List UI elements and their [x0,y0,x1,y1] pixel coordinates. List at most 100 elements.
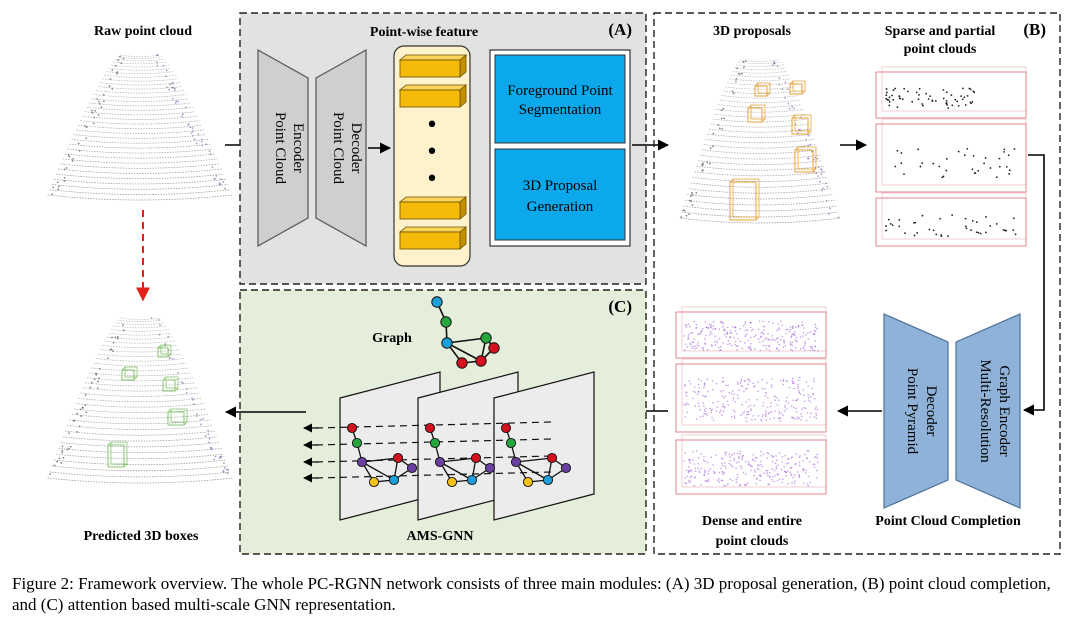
proposal-box [747,104,752,109]
dense-point [707,480,710,482]
dense-point [794,339,796,341]
dense-point [791,344,794,347]
dense-point [784,454,787,457]
sparse-point [998,157,1001,160]
scan-point [773,62,775,65]
point-cloud-decoder-block [315,48,367,248]
dense-point [697,402,700,404]
dense-point [781,335,784,338]
dense-point [755,457,758,459]
scan-point [825,199,828,202]
dense-point [780,412,783,414]
sparse-point [917,148,920,151]
sparse-point [903,173,905,176]
dense-point [804,472,807,474]
scan-point [150,317,153,320]
dense-point [802,347,805,349]
scan-point [168,88,171,91]
dense-point [721,414,723,416]
dense-point [789,328,792,331]
proposal-point-cloud-image [679,59,841,224]
scan-point [71,160,74,162]
dense-point [743,390,745,393]
sparse-point [989,167,992,169]
sparse-point [985,216,987,218]
dense-point [693,463,696,465]
scan-line [62,436,218,442]
proposal-box [757,82,771,94]
dense-point [759,341,761,343]
dense-point [816,453,818,456]
mrg-text-line1: Multi-Resolution [977,359,993,463]
dense-entire-clouds [675,306,827,495]
dense-point [773,417,775,419]
dense-point [689,383,692,385]
scan-point [781,88,784,91]
dense-point [724,395,727,398]
sparse-point [911,100,914,103]
scan-line [705,138,815,144]
dense-point [802,460,804,462]
dense-point [753,348,756,350]
dense-point [776,479,779,482]
scan-point [187,123,190,126]
dense-point [739,340,742,343]
dense-point [809,331,812,333]
scan-point [200,423,202,426]
dense-point [776,473,779,476]
scan-point [57,188,60,191]
scan-point [185,106,187,109]
proposal-box [791,117,809,135]
dense-point [763,325,766,328]
dense-point [784,344,787,347]
dense-point [787,462,790,464]
dense-point [739,484,741,487]
dense-point [767,412,770,415]
scan-line [73,408,207,414]
scan-line [82,387,198,392]
module-a-tag: (A) [608,20,632,39]
dense-point [807,396,810,399]
dense-point [762,320,764,323]
scan-point [72,157,75,160]
dense-point [710,326,713,329]
scan-line [102,344,178,348]
dense-point [684,452,687,454]
scan-point [115,64,117,67]
scan-point [220,455,223,458]
dense-point [756,398,758,401]
scan-line [82,115,198,120]
sparse-point [939,217,942,220]
dense-point [723,333,726,336]
dense-point [787,402,790,404]
proposal-box [750,104,766,120]
dense-point [689,476,692,479]
scan-point [215,174,218,177]
dense-point [817,461,819,464]
scan-line [104,340,176,344]
dense-point [709,331,712,333]
dense-point [787,482,789,485]
proposal-box [794,146,799,151]
scan-point [97,114,100,116]
dense-point [777,327,780,329]
dense-point [721,462,723,465]
gnn-edge [515,457,553,463]
dense-point [685,469,688,472]
dense-point [752,382,755,385]
dense-point [708,333,711,336]
scan-point [687,213,690,216]
dense-cloud-box-back [681,434,827,488]
sparse-point [972,154,975,157]
dense-point [748,463,750,466]
dense-point [723,472,726,475]
scan-point [78,149,81,152]
scan-point [111,336,113,339]
scan-point [189,126,192,129]
dense-point [798,417,801,419]
dense-point [749,342,752,345]
scan-line [738,61,782,64]
sparse-cloud-box-back [881,118,1027,186]
proposal-box [732,178,760,218]
dense-point [783,466,785,468]
